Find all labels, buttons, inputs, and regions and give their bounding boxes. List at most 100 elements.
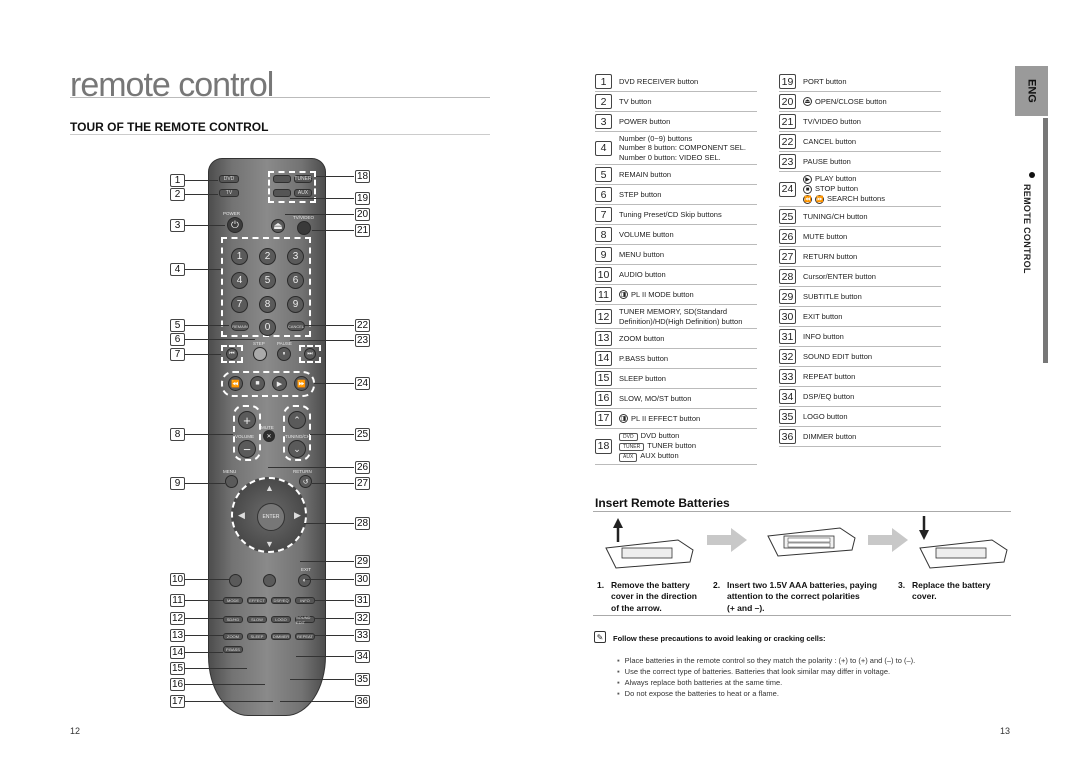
leader-line <box>185 194 218 195</box>
remain-button: REMAIN <box>231 321 249 331</box>
callout-33: 33 <box>355 629 370 642</box>
remote-exit-label: EXIT <box>301 567 312 572</box>
index-number: 32 <box>779 349 796 364</box>
index-number: 7 <box>595 207 612 223</box>
callout-1: 1 <box>170 174 185 187</box>
index-text: PORT button <box>803 76 847 86</box>
callout-13: 13 <box>170 629 185 642</box>
index-row: 32 SOUND EDIT button <box>779 347 941 367</box>
index-text: AUDIO button <box>619 269 666 279</box>
callout-15: 15 <box>170 662 185 675</box>
callout-3: 3 <box>170 219 185 232</box>
remote-aux-button: AUX <box>294 189 312 197</box>
index-text: DSP/EQ button <box>803 391 855 401</box>
callout-32: 32 <box>355 612 370 625</box>
index-number: 5 <box>595 167 612 183</box>
power-icon: ⏻ <box>227 217 243 233</box>
leader-line <box>290 340 354 341</box>
index-number: 1 <box>595 74 612 89</box>
leader-line <box>185 339 255 340</box>
index-text: OPEN/CLOSE button <box>815 96 887 106</box>
index-number: 17 <box>595 410 612 426</box>
index-text: MUTE button <box>803 231 848 241</box>
index-number: 14 <box>595 350 612 366</box>
digit-button: 1 <box>231 248 248 265</box>
callout-34: 34 <box>355 650 370 663</box>
remote-mute-label: MUTE <box>261 425 274 430</box>
callout-14: 14 <box>170 646 185 659</box>
leader-line <box>185 635 223 636</box>
list-item: Do not expose the batteries to heat or a… <box>617 689 915 700</box>
remote-tuner-button: TUNER <box>294 175 312 183</box>
rewind-icon: ⏪ <box>228 376 243 391</box>
battery-step-3: 3.Replace the battery cover. <box>898 580 1010 603</box>
index-number: 22 <box>779 134 796 149</box>
index-text: TUNER MEMORY, SD(Standard Definition)/HD… <box>619 307 743 326</box>
remote-number-group <box>221 237 311 337</box>
stop-icon: ■ <box>803 185 812 194</box>
callout-11: 11 <box>170 594 185 607</box>
dolby-icon: ◨ <box>619 290 628 300</box>
volume-up-icon: + <box>238 411 256 429</box>
remote-tv-button: TV <box>219 189 239 197</box>
section-heading: TOUR OF THE REMOTE CONTROL <box>70 120 269 134</box>
callout-6: 6 <box>170 333 185 346</box>
step-text: Remove the battery cover in the directio… <box>611 580 697 613</box>
leader-line <box>185 354 221 355</box>
index-text: SOUND EDIT button <box>803 351 873 361</box>
sd-hd-button: SD/HD <box>223 616 243 623</box>
info-button: INFO <box>295 597 315 604</box>
index-number: 25 <box>779 209 796 224</box>
skip-back-icon: ⏮ <box>226 348 238 360</box>
page-number-left: 12 <box>70 726 81 736</box>
leader-line <box>305 579 354 580</box>
index-number: 33 <box>779 369 796 384</box>
callout-2: 2 <box>170 188 185 201</box>
index-text: P.BASS button <box>619 353 669 363</box>
callout-17: 17 <box>170 695 185 708</box>
digit-button: 3 <box>287 248 304 265</box>
index-text: SUBTITLE button <box>803 291 862 301</box>
sleep-button: SLEEP <box>247 633 267 640</box>
leader-line <box>314 618 354 619</box>
index-number: 30 <box>779 309 796 324</box>
remote-pause-label: PAUSE <box>277 341 292 346</box>
digit-button: 2 <box>259 248 276 265</box>
callout-19: 19 <box>355 192 370 205</box>
callout-12: 12 <box>170 612 185 625</box>
digit-button: 0 <box>259 319 276 336</box>
callout-28: 28 <box>355 517 370 530</box>
index-sub-text: SEARCH buttons <box>827 194 885 203</box>
cursor-right-icon: ▶ <box>294 510 301 520</box>
side-bar <box>1043 118 1048 363</box>
index-number: 26 <box>779 229 796 244</box>
leader-line <box>314 635 354 636</box>
language-tab: ENG <box>1015 66 1048 116</box>
list-item: Place batteries in the remote control so… <box>617 656 916 667</box>
index-text: SLOW, MO/ST button <box>619 393 692 403</box>
exit-icon: ◐ <box>298 574 311 587</box>
leader-line <box>300 561 354 562</box>
index-number: 13 <box>595 330 612 346</box>
remote-menu-label: MENU <box>223 469 237 474</box>
remote-control-illustration: DVD TV TUNER AUX POWER ⏻ ⏏ TV/VIDEO 1 2 … <box>208 158 326 716</box>
subtitle-button <box>263 574 276 587</box>
index-number: 18 <box>595 438 612 454</box>
leader-line <box>185 483 225 484</box>
callout-31: 31 <box>355 594 370 607</box>
index-text: SLEEP button <box>619 373 666 383</box>
index-text: ▶PLAY button ■STOP button ⏪⏩SEARCH butto… <box>803 174 885 204</box>
enter-button: ENTER <box>257 503 285 531</box>
